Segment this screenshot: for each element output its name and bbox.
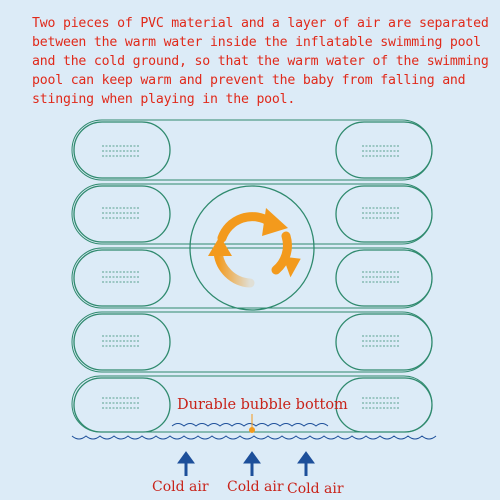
up-arrow-icon [177,451,315,476]
pool-ring [71,119,433,181]
bubble-bottom [71,414,437,440]
segment-markings [102,145,400,409]
pool-ring [71,247,433,309]
bubble-bottom-label: Durable bubble bottom [177,397,348,413]
circulation-arrows-icon [189,185,315,311]
cold-air-label: Cold air [287,481,344,497]
pool-rings [71,119,433,433]
cold-air-label: Cold air [152,479,209,495]
description-text: Two pieces of PVC material and a layer o… [32,16,489,107]
ring-segments [73,121,433,433]
pool-ring [71,311,433,373]
cold-air-label: Cold air [227,479,284,495]
